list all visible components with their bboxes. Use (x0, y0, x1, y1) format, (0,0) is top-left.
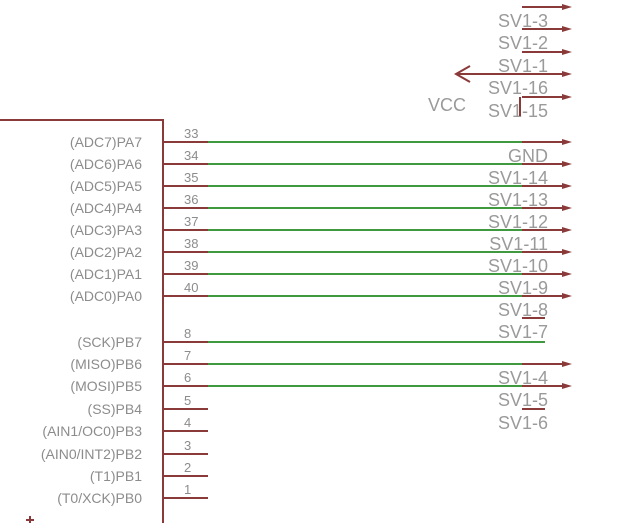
connector-pin-label: SV1-10 (488, 256, 548, 276)
connector-pin-label: SV1-5 (498, 390, 548, 410)
connector-pin-label: SV1-2 (498, 33, 548, 53)
pin-number-label: 37 (184, 214, 198, 229)
pin-name-label: (ADC0)PA0 (70, 288, 142, 304)
pin-name-label: (ADC4)PA4 (70, 200, 142, 216)
pin-name-label: (ADC6)PA6 (70, 156, 142, 172)
pin-name-label: (ADC1)PA1 (70, 266, 142, 282)
connector-pin-arrow-icon (562, 49, 572, 55)
connector-pin-arrow-icon (562, 94, 572, 100)
pin-name-label: (SCK)PB7 (77, 334, 142, 350)
connector-pin-arrow-icon (562, 361, 572, 367)
net-wires (208, 141, 545, 387)
pin-number-label: 6 (184, 370, 191, 385)
connector-pin-arrow-icon (562, 4, 572, 10)
connector-pin-label: SV1-1 (498, 56, 548, 76)
pin-number-label: 5 (184, 393, 191, 408)
pin-number-label: 36 (184, 192, 198, 207)
connector-pin-label: SV1-9 (498, 278, 548, 298)
connector-pin-label: SV1-6 (498, 413, 548, 433)
connector-pin-label: SV1-8 (498, 300, 548, 320)
connector-pin-arrow-icon (562, 271, 572, 277)
connector-pin-arrow-icon (562, 249, 572, 255)
connector-pin-label: SV1-13 (488, 190, 548, 210)
pin-name-label: (ADC3)PA3 (70, 222, 142, 238)
chip-pins: (ADC7)PA733(ADC6)PA634(ADC5)PA535(ADC4)P… (41, 126, 208, 506)
pin-number-label: 1 (184, 482, 191, 497)
pin-name-label: (MISO)PB6 (70, 356, 142, 372)
vcc-symbol: VCC (428, 65, 568, 116)
pin-number-label: 40 (184, 280, 198, 295)
pin-number-label: 7 (184, 348, 191, 363)
pin-name-label: (T0/XCK)PB0 (57, 490, 142, 506)
pin-name-label: (ADC7)PA7 (70, 134, 142, 150)
pin-number-label: 4 (184, 415, 191, 430)
connector-labels: SV1-3SV1-2SV1-1SV1-16SV1-15GNDSV1-14SV1-… (488, 4, 572, 433)
connector-pin-arrow-icon (562, 227, 572, 233)
pin-number-label: 34 (184, 148, 198, 163)
pin-number-label: 35 (184, 170, 198, 185)
connector-pin-arrow-icon (562, 383, 572, 389)
connector-pin-label: SV1-14 (488, 168, 548, 188)
pin-number-label: 39 (184, 258, 198, 273)
connector-pin-arrow-icon (562, 183, 572, 189)
vcc-label: VCC (428, 95, 466, 115)
pin-number-label: 2 (184, 460, 191, 475)
pin-name-label: (SS)PB4 (88, 401, 143, 417)
pin-name-label: (ADC2)PA2 (70, 244, 142, 260)
connector-pin-label: SV1-11 (489, 234, 548, 254)
connector-pin-label: GND (508, 146, 548, 166)
connector-pin-arrow-icon (562, 139, 572, 145)
pin-name-label: (T1)PB1 (90, 468, 142, 484)
connector-pin-label: SV1-3 (498, 11, 548, 31)
pin-number-label: 3 (184, 438, 191, 453)
connector-pin-arrow-icon (562, 26, 572, 32)
pin-number-label: 38 (184, 236, 198, 251)
connector-pin-arrow-icon (562, 205, 572, 211)
connector-pin-label: SV1-16 (488, 78, 548, 98)
connector-pin-label: SV1-12 (488, 212, 548, 232)
connector-pin-label: SV1-15 (488, 101, 548, 121)
chip-body-outline (0, 119, 164, 523)
connector-pin-label: SV1-4 (498, 368, 548, 388)
pin-number-label: 33 (184, 126, 198, 141)
connector-pin-arrow-icon (562, 293, 572, 299)
pin-name-label: (MOSI)PB5 (70, 378, 142, 394)
pin-name-label: (ADC5)PA5 (70, 178, 142, 194)
pin-name-label: (AIN1/OC0)PB3 (42, 423, 142, 439)
connector-pin-arrow-icon (562, 161, 572, 167)
origin-cross-mark (26, 516, 34, 523)
pin-name-label: (AIN0/INT2)PB2 (41, 446, 142, 462)
connector-pin-label: SV1-7 (498, 322, 548, 342)
pin-number-label: 8 (184, 326, 191, 341)
